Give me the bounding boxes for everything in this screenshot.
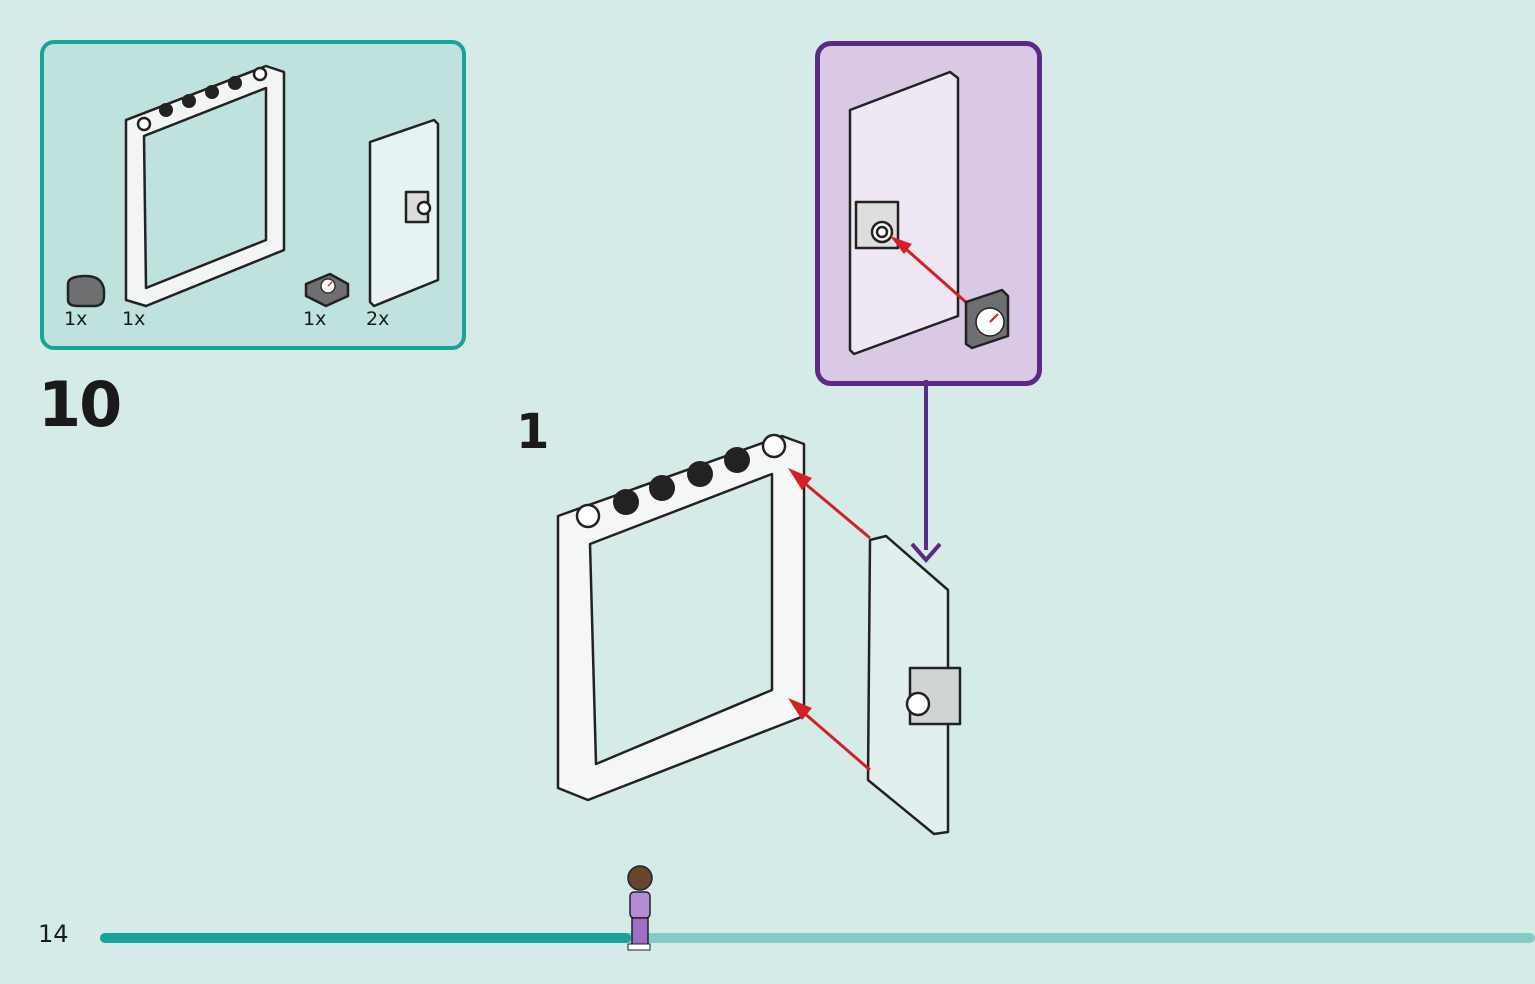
page-number: 14 [38, 920, 69, 948]
parts-qty-round-tile: 1x [64, 308, 88, 330]
progress-bar [100, 933, 1535, 943]
callout-illustration [848, 70, 1010, 356]
parts-qty-gauge-tile: 1x [303, 308, 327, 330]
parts-list-box: 1x 1x 1x 2x [40, 40, 466, 350]
white-window-frame-icon [124, 64, 286, 308]
assembly-arrows [788, 468, 871, 772]
parts-qty-window-frame: 1x [122, 308, 146, 330]
gauge-tile-icon [304, 272, 350, 308]
transparent-door-icon [368, 118, 440, 308]
callout-box [815, 41, 1042, 386]
step-number: 10 [38, 368, 122, 441]
door [866, 534, 962, 836]
parts-illustration [66, 64, 440, 308]
progress-fill [100, 933, 631, 943]
parts-qty-door: 2x [366, 308, 390, 330]
window-frame [556, 433, 806, 802]
dark-grey-round-tile-icon [66, 274, 106, 308]
sub-step-number: 1 [516, 404, 550, 460]
